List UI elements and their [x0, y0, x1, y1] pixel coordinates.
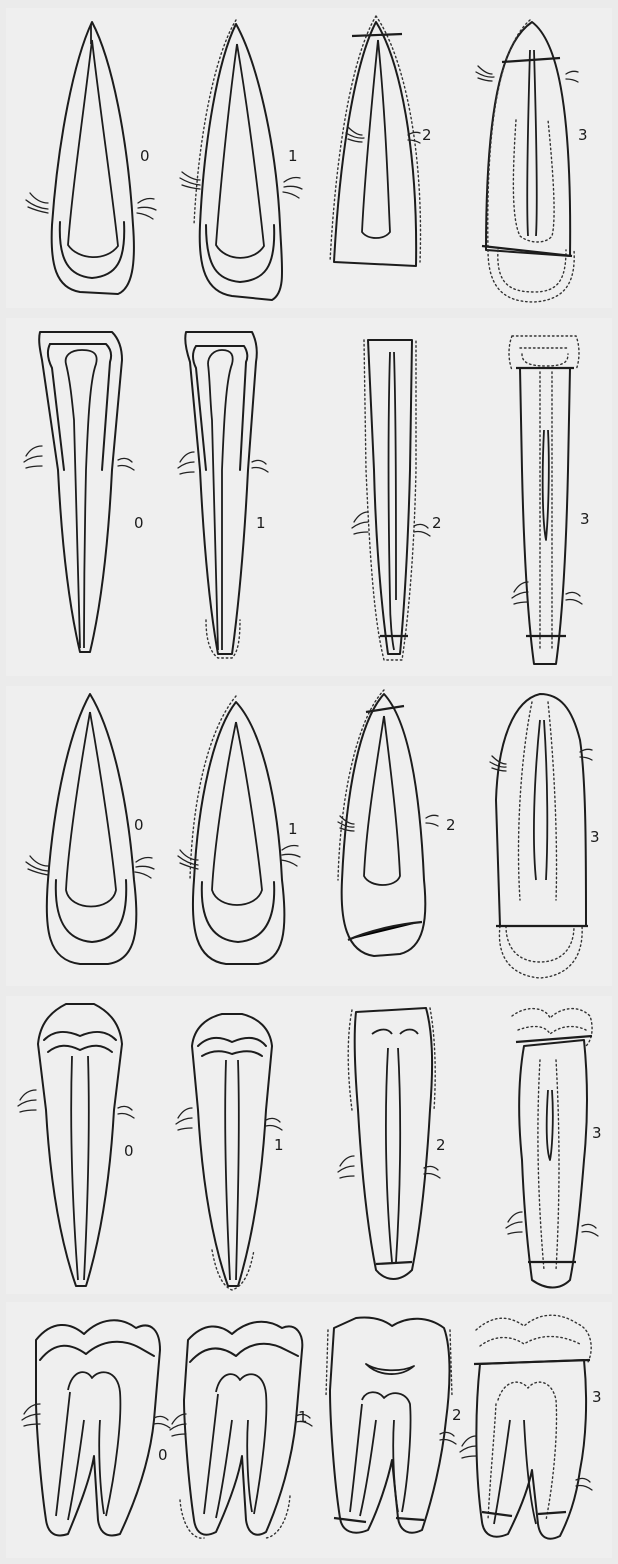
stage-label-r5-0: 0	[158, 1446, 168, 1464]
stage-label-r4-1: 1	[274, 1136, 284, 1154]
row-panel-1	[6, 8, 612, 308]
stage-label-r2-3: 3	[580, 510, 590, 528]
stage-label-r2-0: 0	[134, 514, 144, 532]
row-panel-5	[6, 1302, 612, 1558]
stage-label-r4-0: 0	[124, 1142, 134, 1160]
stage-label-r3-0: 0	[134, 816, 144, 834]
stage-label-r5-3: 3	[592, 1388, 602, 1406]
stage-label-r1-2: 2	[422, 126, 432, 144]
stage-label-r5-1: 1	[298, 1408, 308, 1426]
stage-label-r3-3: 3	[590, 828, 600, 846]
stage-label-r1-1: 1	[288, 147, 298, 165]
stage-label-r2-1: 1	[256, 514, 266, 532]
stage-label-r2-2: 2	[432, 514, 442, 532]
stage-label-r3-2: 2	[446, 816, 456, 834]
stage-label-r1-0: 0	[140, 147, 150, 165]
stage-label-r4-2: 2	[436, 1136, 446, 1154]
stage-label-r3-1: 1	[288, 820, 298, 838]
stage-label-r5-2: 2	[452, 1406, 462, 1424]
stage-label-r4-3: 3	[592, 1124, 602, 1142]
stage-label-r1-3: 3	[578, 126, 588, 144]
